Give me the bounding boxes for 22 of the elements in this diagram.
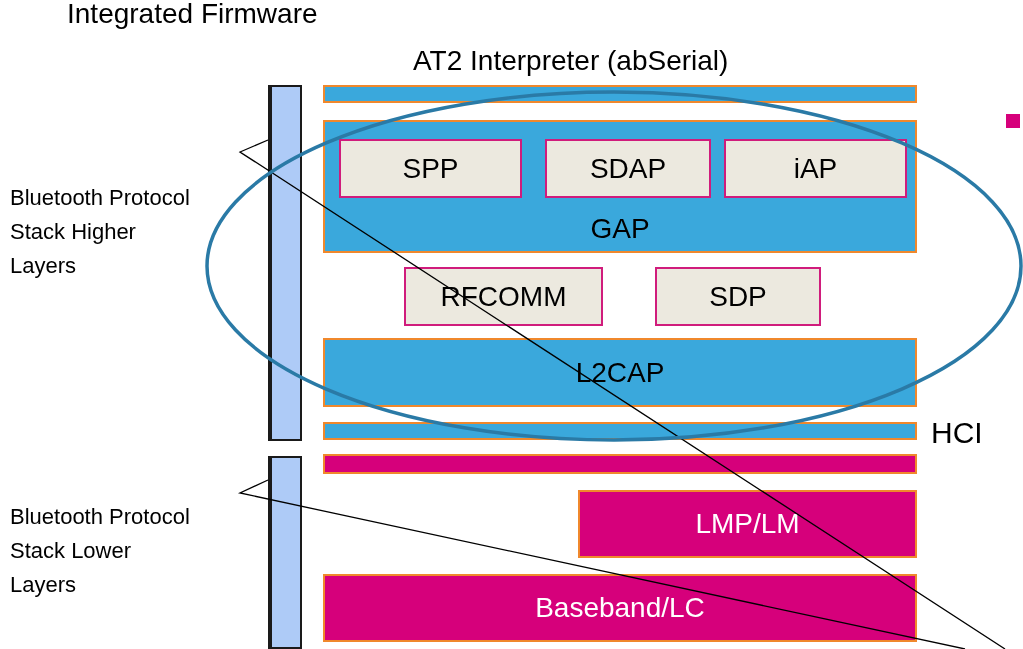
layer-name: AT2 Interpreter (abSerial) bbox=[413, 45, 729, 77]
leader-line bbox=[238, 139, 1006, 649]
stack-caption: Bluetooth Protocol Stack Higher Layers bbox=[10, 184, 191, 280]
layer-name: SDAP bbox=[588, 152, 668, 185]
layer-name: GAP bbox=[589, 213, 651, 245]
layer-box bbox=[578, 490, 917, 558]
bracket-bar bbox=[268, 456, 302, 649]
layer-name: HCI bbox=[931, 416, 983, 450]
protocol-box bbox=[545, 139, 711, 198]
layer-name: iAP bbox=[792, 152, 839, 185]
protocol-box bbox=[724, 139, 907, 198]
layer-box bbox=[323, 574, 917, 642]
layer-name: SDP bbox=[708, 280, 768, 313]
layer-name: SPP bbox=[401, 152, 460, 185]
ellipse-title: Integrated Firmware bbox=[67, 0, 318, 30]
layer-name: LMP/LM bbox=[694, 508, 801, 540]
layer-box bbox=[323, 454, 917, 474]
leader-line bbox=[237, 479, 966, 649]
stack-caption: Bluetooth Protocol Stack Lower Layers bbox=[10, 503, 191, 599]
protocol-box bbox=[339, 139, 522, 198]
layer-name: L2CAP bbox=[574, 356, 666, 389]
layer-name: Baseband/LC bbox=[534, 592, 706, 624]
